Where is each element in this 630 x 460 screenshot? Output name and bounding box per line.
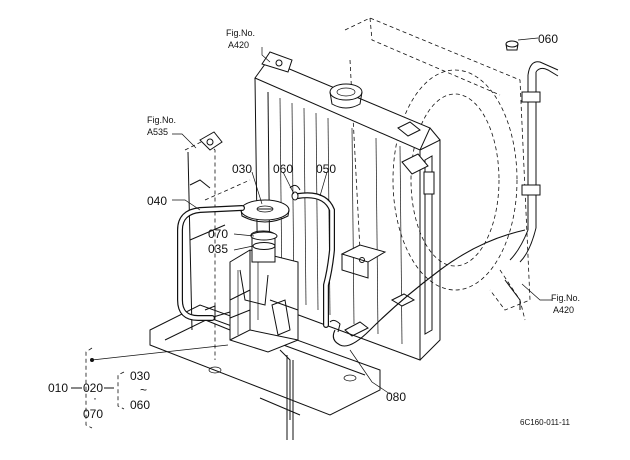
callout-060-range: 060 — [130, 398, 150, 412]
fig-ref-right-line2: A420 — [553, 305, 574, 315]
callout-030-range: 030 — [130, 369, 150, 383]
callout-060-top: 060 — [538, 32, 558, 46]
callout-080: 080 — [386, 390, 406, 404]
hose-050 — [289, 184, 335, 328]
drawing-code: 6C160-011-11 — [520, 418, 571, 427]
wire-080 — [332, 229, 526, 347]
callout-070-tank: 070 — [208, 227, 228, 241]
callout-010: 010 — [48, 381, 68, 395]
callout-030-tank: 030 — [232, 162, 252, 176]
overflow-pipe-right — [504, 61, 559, 310]
callout-060-mid: 060 — [273, 162, 293, 176]
assembly-bracket — [71, 347, 125, 429]
callout-050: 050 — [316, 162, 336, 176]
callout-tilde: ~ — [140, 383, 147, 397]
callout-020: 020 — [83, 381, 103, 395]
hose-bracket — [329, 244, 387, 337]
callout-labels: Fig.No. A420 Fig.No. A535 Fig.No. A420 0… — [48, 28, 580, 427]
base-plate — [149, 304, 381, 440]
callout-070-range: 070 — [83, 407, 103, 421]
callout-dot: · — [93, 391, 97, 405]
clamp-060-top — [505, 40, 519, 51]
fig-ref-right-line1: Fig.No. — [551, 293, 580, 303]
fig-ref-top-line1: Fig.No. — [226, 28, 255, 38]
left-frame-bracket — [184, 131, 251, 360]
callout-035: 035 — [208, 242, 228, 256]
fig-ref-left-line2: A535 — [147, 127, 168, 137]
fig-ref-top-line2: A420 — [228, 40, 249, 50]
leader-lines — [91, 37, 552, 395]
reserve-tank — [197, 199, 299, 353]
fig-ref-left-line1: Fig.No. — [147, 115, 176, 125]
hose-040 — [177, 205, 245, 321]
fan-shroud — [344, 17, 531, 321]
callout-040: 040 — [147, 194, 167, 208]
